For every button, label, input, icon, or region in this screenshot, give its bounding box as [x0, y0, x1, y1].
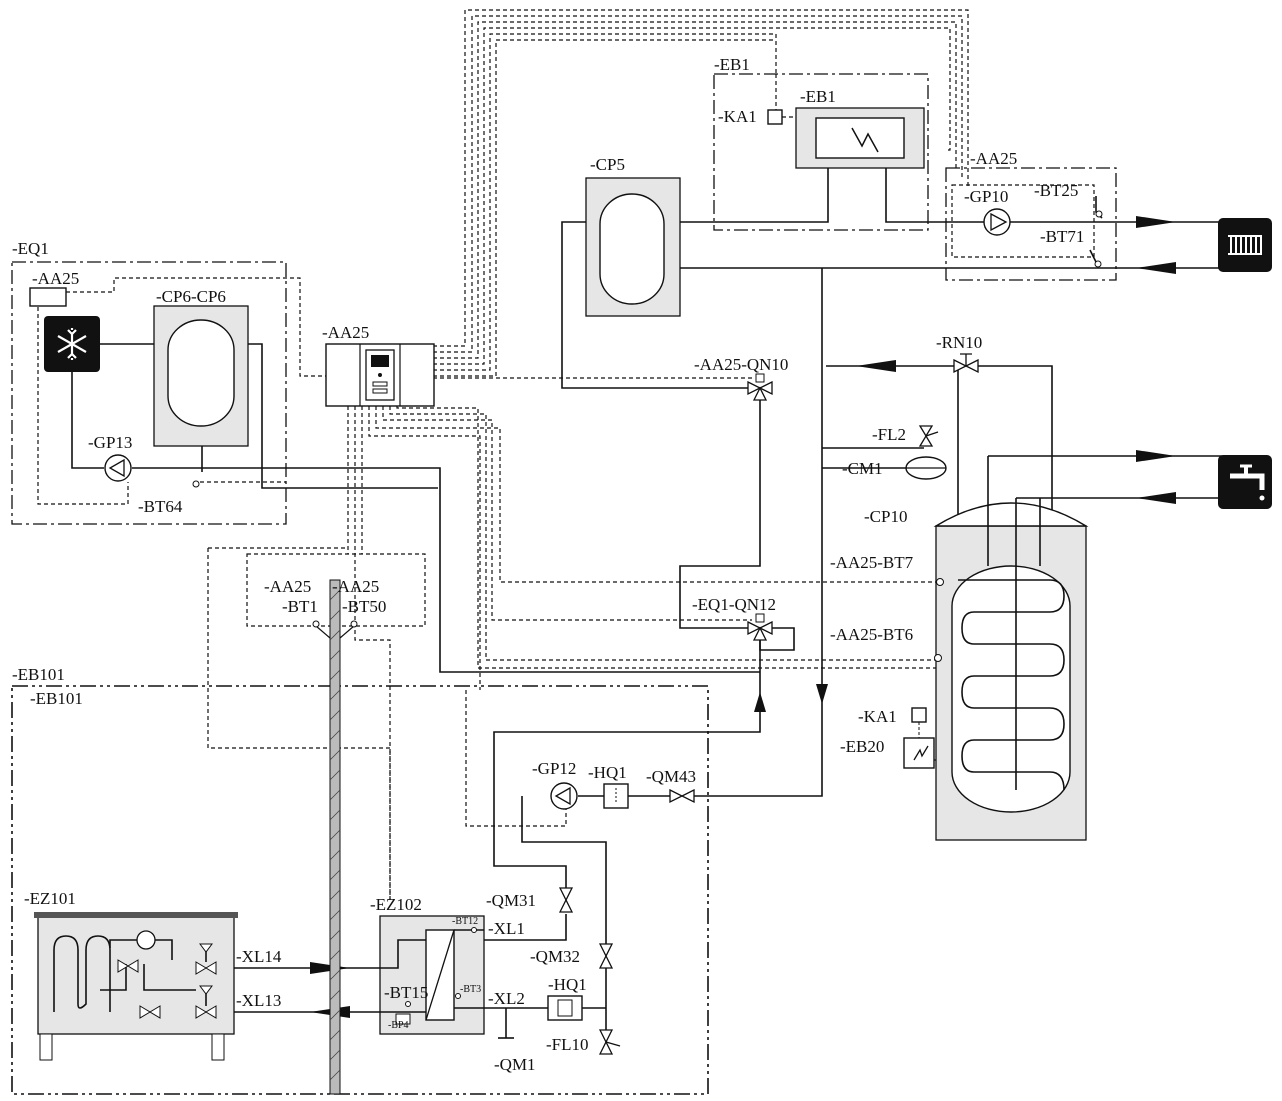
- label-aa25-bt7: -AA25-BT7: [830, 553, 914, 572]
- aa25-eq1-box: [29, 287, 67, 307]
- label-cp10: -CP10: [864, 507, 907, 526]
- label-gp13: -GP13: [88, 433, 132, 452]
- label-bp4: -BP4: [388, 1020, 409, 1031]
- label-xl13: -XL13: [236, 991, 281, 1010]
- bt7-sensor: [936, 578, 944, 586]
- label-gp10: -GP10: [964, 187, 1008, 206]
- label-cm1: -CM1: [842, 459, 883, 478]
- label-eb1: -EB1: [800, 87, 836, 106]
- label-qm43: -QM43: [646, 767, 696, 786]
- aa25-control-unit: [325, 343, 435, 407]
- label-ez101: -EZ101: [24, 889, 76, 908]
- label-ez102: -EZ102: [370, 895, 422, 914]
- label-qm1: -QM1: [494, 1055, 536, 1074]
- label-eq1-qn12: -EQ1-QN12: [692, 595, 776, 614]
- gp12-pump: [550, 782, 578, 810]
- label-bt15: -BT15: [384, 983, 428, 1002]
- label-ka1-top: -KA1: [718, 107, 757, 126]
- eb20-immersion-heater: [903, 737, 935, 769]
- label-bt25: -BT25: [1034, 181, 1078, 200]
- gp10-pump: [983, 208, 1011, 236]
- cp10-water-heater: [903, 456, 1089, 841]
- valve-qn10: [747, 373, 773, 401]
- label-aa25-right: -AA25: [970, 149, 1017, 168]
- label-aa25-ctrl: -AA25: [322, 323, 369, 342]
- bt6-sensor: [934, 654, 942, 662]
- label-aa25-bt1-a: -AA25: [264, 577, 311, 596]
- valve-qn12: [747, 613, 773, 641]
- bt64-sensor: [192, 480, 200, 488]
- label-bt12: -BT12: [452, 916, 478, 927]
- label-xl1: -XL1: [488, 919, 525, 938]
- labels: -EB1 -EB1 -KA1 -CP5 -AA25 -GP10 -BT25 -B…: [12, 55, 1084, 1074]
- valve-fl10: [598, 1029, 621, 1055]
- label-eb20: -EB20: [840, 737, 884, 756]
- label-eb1-group: -EB1: [714, 55, 750, 74]
- ka1-relay-top: [767, 109, 783, 125]
- label-cp6: -CP6-CP6: [156, 287, 226, 306]
- tap-icon: [1218, 455, 1272, 509]
- pipes: [71, 162, 1222, 1039]
- signal-lines: [37, 9, 991, 900]
- label-eb101-outer: -EB101: [12, 665, 65, 684]
- valve-qm31: [558, 887, 574, 913]
- label-hq1-top: -HQ1: [588, 763, 627, 782]
- cp5-buffer-tank: [585, 177, 681, 317]
- label-bt3: -BT3: [460, 984, 481, 995]
- compressor-icon: [136, 930, 156, 950]
- sensors-right: [1089, 196, 1103, 268]
- label-fl10: -FL10: [546, 1035, 589, 1054]
- eq1-cooling-module: [29, 287, 249, 488]
- label-bt71: -BT71: [1040, 227, 1084, 246]
- label-aa25-bt50-a: -AA25: [332, 577, 379, 596]
- label-fl2: -FL2: [872, 425, 906, 444]
- label-ka1-bottom: -KA1: [858, 707, 897, 726]
- ez101-outdoor-unit: [34, 912, 238, 1061]
- ez102-heat-exchanger: [379, 915, 485, 1035]
- filter-hq1-top: [603, 783, 629, 809]
- label-qm31: -QM31: [486, 891, 536, 910]
- label-hq1-bottom: -HQ1: [548, 975, 587, 994]
- label-aa25-qn10: -AA25-QN10: [694, 355, 788, 374]
- label-qm32: -QM32: [530, 947, 580, 966]
- label-bt64: -BT64: [138, 497, 183, 516]
- label-aa25-bt1-b: -BT1: [282, 597, 318, 616]
- ground-collector-pipe: [312, 579, 358, 1095]
- valve-qm43: [669, 788, 695, 804]
- expansion-vessel-cm1: [905, 456, 947, 480]
- eb1-electric-heater: [767, 107, 925, 169]
- label-aa25-bt6: -AA25-BT6: [830, 625, 913, 644]
- label-gp12: -GP12: [532, 759, 576, 778]
- label-aa25-bt50-b: -BT50: [342, 597, 386, 616]
- label-rn10: -RN10: [936, 333, 982, 352]
- label-xl2: -XL2: [488, 989, 525, 1008]
- ka1-relay-bottom: [911, 707, 927, 723]
- valve-qm32: [598, 943, 614, 969]
- filter-hq1-bottom: [547, 995, 583, 1021]
- valve-rn10: [953, 353, 979, 374]
- label-xl14: -XL14: [236, 947, 282, 966]
- label-cp5: -CP5: [590, 155, 625, 174]
- radiator-icon: [1218, 218, 1272, 272]
- label-aa25-eq1: -AA25: [32, 269, 79, 288]
- snowflake-glyph: [57, 328, 87, 360]
- label-eq1: -EQ1: [12, 239, 49, 258]
- label-eb101-inner: -EB101: [30, 689, 83, 708]
- valve-fl2: [918, 425, 939, 447]
